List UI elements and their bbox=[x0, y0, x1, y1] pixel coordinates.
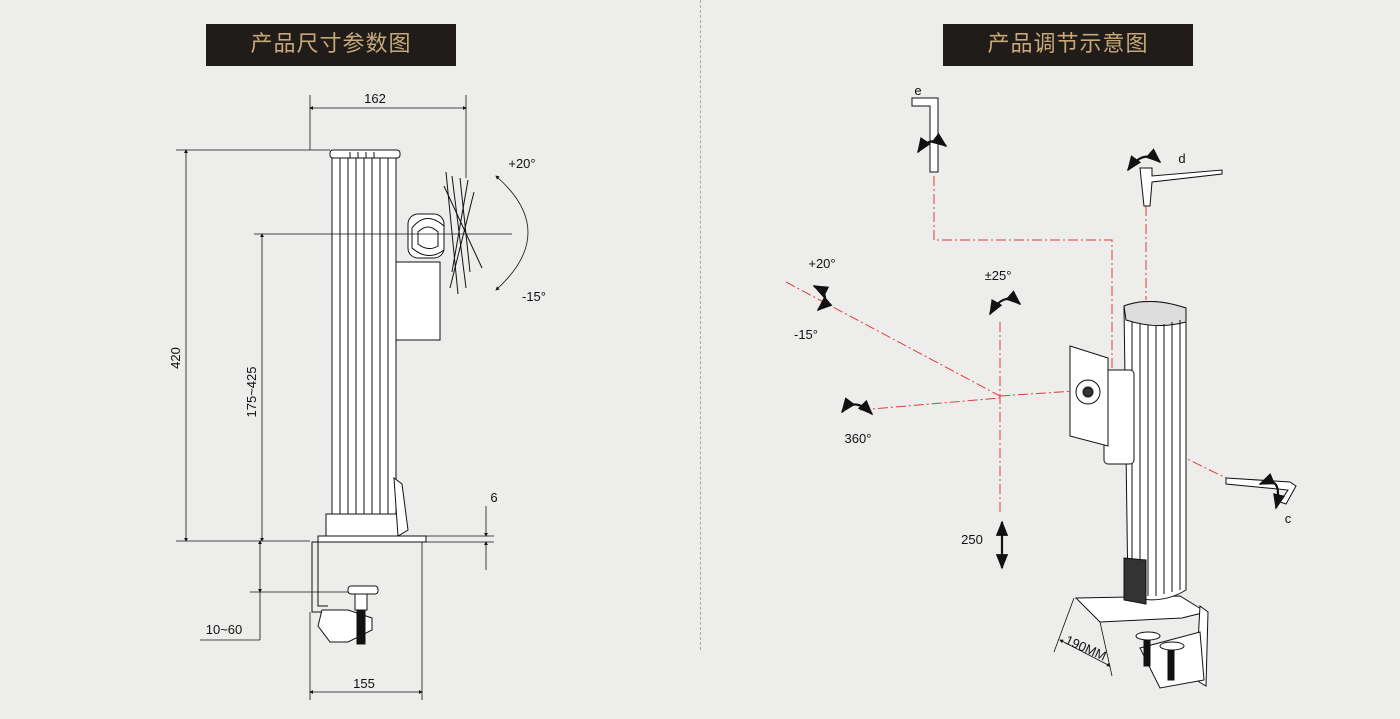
dimension-lines bbox=[176, 95, 529, 700]
height-travel-label: 250 bbox=[961, 532, 983, 547]
dim-height-range-label: 175~425 bbox=[244, 367, 259, 418]
dim-base-width-label: 155 bbox=[353, 676, 375, 691]
allen-key-e bbox=[911, 97, 939, 173]
dim-width-top-label: 162 bbox=[364, 91, 386, 106]
panel-divider bbox=[700, 0, 701, 650]
swivel-label: ±25° bbox=[985, 268, 1012, 283]
dim-base-thickness-label: 6 bbox=[490, 490, 497, 505]
tool-label-c: c bbox=[1285, 511, 1292, 526]
dimension-diagram-title: 产品尺寸参数图 bbox=[206, 24, 456, 66]
dimension-drawing bbox=[311, 149, 483, 645]
allen-key-d bbox=[1139, 167, 1223, 207]
allen-key-c bbox=[1225, 477, 1297, 505]
rotation-arrows bbox=[812, 132, 1286, 677]
slider-arm bbox=[395, 213, 445, 341]
tool-label-e: e bbox=[914, 83, 921, 98]
adjustment-diagram-title: 产品调节示意图 bbox=[943, 24, 1193, 66]
tilt-up-label-right: +20° bbox=[808, 256, 835, 271]
dim-clamp-range-label: 10~60 bbox=[206, 622, 243, 637]
column-side-view bbox=[317, 149, 427, 543]
rotation-label: 360° bbox=[845, 431, 872, 446]
tilt-down-label-left: -15° bbox=[522, 289, 546, 304]
tilt-up-label-left: +20° bbox=[508, 156, 535, 171]
tool-label-d: d bbox=[1178, 151, 1185, 166]
vesa-plate-tilt bbox=[443, 171, 483, 295]
column-perspective bbox=[1069, 300, 1209, 689]
tilt-down-label-right: -15° bbox=[794, 327, 818, 342]
desk-clamp bbox=[311, 541, 379, 645]
base-depth-label: 190MM bbox=[1063, 632, 1109, 663]
dim-height-total-label: 420 bbox=[168, 347, 183, 369]
